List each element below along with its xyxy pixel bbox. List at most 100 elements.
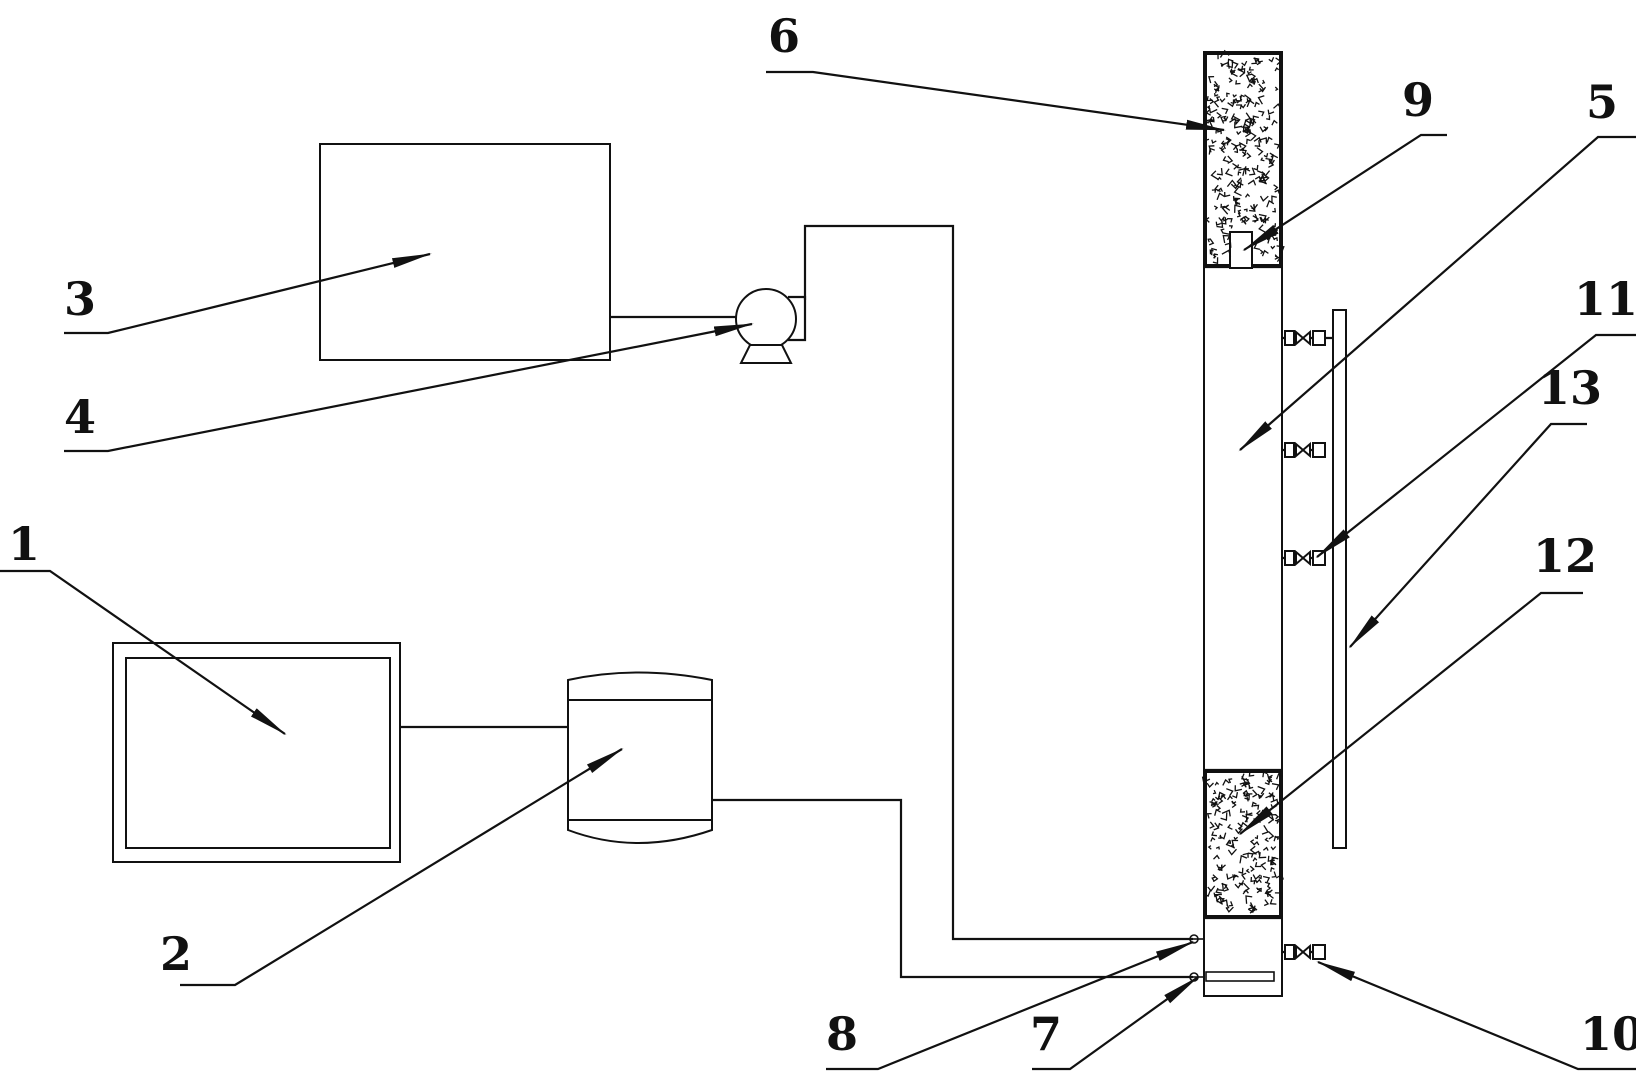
media-speck — [1209, 821, 1215, 829]
media-speck — [1210, 170, 1219, 180]
media-speck — [1241, 151, 1247, 158]
drain-valve — [1282, 943, 1326, 961]
media-speck — [1253, 136, 1262, 143]
media-speck — [1248, 130, 1257, 141]
media-speck — [1220, 62, 1225, 68]
media-speck — [1234, 197, 1241, 205]
callout-2: 2 — [160, 927, 192, 981]
callout-4: 4 — [64, 390, 96, 444]
media-speck — [1249, 204, 1259, 211]
media-speck — [1244, 193, 1251, 198]
media-speck — [1218, 834, 1222, 839]
media-speck — [1254, 862, 1262, 868]
media-speck — [1213, 80, 1219, 88]
media-speck — [1214, 184, 1221, 193]
media-speck — [1246, 152, 1252, 159]
media-speck — [1203, 889, 1212, 898]
callout-13: 13 — [1538, 361, 1602, 415]
media-speck — [1219, 98, 1226, 103]
media-speck — [1252, 874, 1261, 881]
media-speck — [1232, 94, 1237, 98]
callout-11: 11 — [1574, 272, 1636, 326]
media-speck — [1268, 159, 1275, 168]
media-speck — [1237, 171, 1242, 176]
media-speck — [1230, 69, 1238, 77]
media-speck — [1231, 839, 1239, 848]
media-speck — [1274, 254, 1279, 260]
media-speck — [1226, 60, 1234, 69]
media-speck — [1209, 249, 1214, 255]
media-speck — [1233, 836, 1239, 841]
media-speck — [1269, 898, 1277, 905]
media-speck — [1211, 139, 1217, 144]
media-speck — [1255, 878, 1262, 884]
media-speck — [1274, 86, 1279, 92]
media-speck — [1258, 110, 1265, 117]
media-speck — [1219, 49, 1230, 58]
media-speck — [1229, 117, 1238, 124]
media-speck — [1224, 191, 1231, 198]
media-speck — [1274, 892, 1283, 899]
media-speck — [1244, 94, 1252, 104]
media-speck — [1217, 865, 1223, 872]
media-speck — [1263, 153, 1269, 158]
media-speck — [1262, 771, 1268, 778]
media-speck — [1216, 96, 1220, 101]
media-speck — [1265, 157, 1273, 165]
media-speck — [1238, 143, 1243, 148]
media-speck — [1206, 812, 1212, 819]
media-speck — [1258, 83, 1265, 93]
media-speck — [1224, 242, 1232, 248]
media-speck — [1254, 140, 1261, 148]
media-speck — [1256, 147, 1264, 156]
media-speck — [1247, 179, 1257, 186]
media-speck — [1266, 115, 1271, 121]
media-speck — [1260, 157, 1265, 162]
media-speck — [1254, 835, 1259, 840]
media-speck — [1227, 848, 1237, 856]
media-speck — [1267, 776, 1273, 783]
media-speck — [1245, 73, 1253, 82]
media-speck — [1242, 789, 1249, 795]
media-speck — [1217, 822, 1223, 829]
media-speck — [1238, 880, 1245, 886]
media-speck — [1239, 854, 1248, 864]
media-speck — [1270, 846, 1277, 851]
media-speck — [1223, 884, 1230, 892]
media-speck — [1271, 856, 1279, 866]
media-speck — [1227, 58, 1233, 65]
media-speck — [1220, 140, 1226, 146]
media-speck — [1257, 792, 1265, 799]
media-speck — [1270, 154, 1279, 162]
media-speck — [1251, 77, 1259, 84]
media-speck — [1225, 904, 1230, 910]
media-speck — [1249, 167, 1256, 176]
media-speck — [1242, 781, 1248, 788]
media-speck — [1252, 857, 1258, 862]
media-speck — [1225, 138, 1231, 143]
media-speck — [1264, 837, 1269, 843]
media-speck — [1274, 189, 1280, 194]
media-speck — [1224, 168, 1233, 177]
media-speck — [1236, 164, 1242, 169]
media-speck — [1214, 801, 1219, 805]
media-speck — [1271, 871, 1277, 878]
media-speck — [1219, 794, 1227, 800]
media-speck — [1231, 60, 1239, 69]
media-speck — [1236, 212, 1242, 218]
media-speck — [1238, 167, 1247, 175]
media-speck — [1244, 215, 1250, 223]
media-speck — [1250, 80, 1257, 86]
media-speck — [1241, 60, 1248, 67]
media-speck — [1242, 889, 1249, 895]
media-speck — [1201, 776, 1211, 783]
media-speck — [1222, 234, 1230, 244]
media-speck — [1232, 791, 1239, 799]
media-speck — [1251, 120, 1257, 125]
media-speck — [1271, 195, 1277, 203]
media-speck — [1253, 164, 1259, 171]
callout-7: 7 — [1030, 1007, 1062, 1061]
callout-6: 6 — [768, 9, 800, 63]
media-speck — [1252, 115, 1259, 124]
